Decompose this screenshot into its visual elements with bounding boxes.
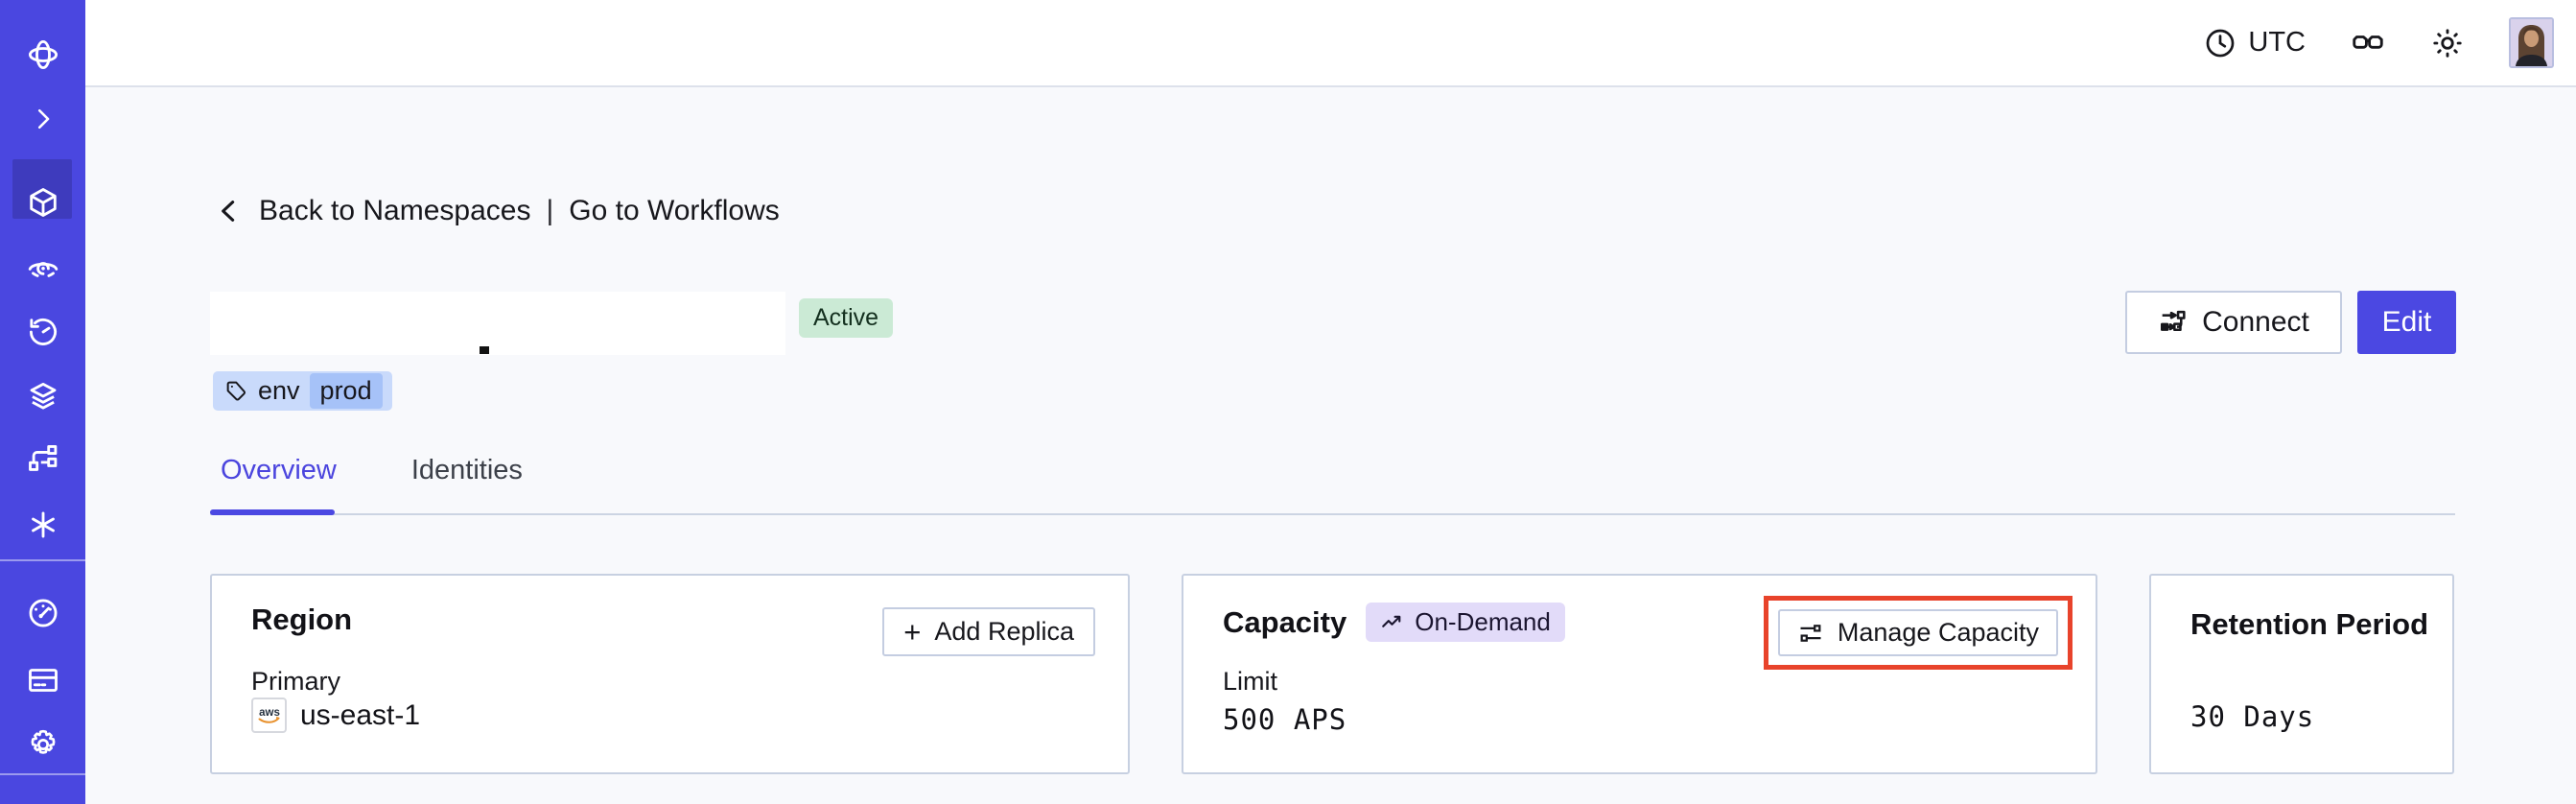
region-card-title: Region [251, 603, 353, 636]
back-to-namespaces-link[interactable]: Back to Namespaces [259, 195, 531, 226]
sidebar-item-pipelines[interactable] [0, 429, 85, 488]
sidebar-expand-chevron-icon[interactable] [0, 89, 85, 149]
env-tag-chip[interactable]: env prod [213, 371, 392, 411]
breadcrumb-separator: | [546, 195, 554, 226]
red-annotation-highlight: Manage Capacity [1763, 596, 2073, 670]
add-replica-button[interactable]: + Add Replica [882, 607, 1095, 656]
capacity-value: 500 APS [1223, 703, 1347, 736]
region-card: Region + Add Replica Primary aws us-east… [210, 574, 1130, 774]
plus-icon: + [903, 614, 922, 649]
connect-button[interactable]: Connect [2125, 291, 2342, 354]
user-avatar[interactable] [2509, 17, 2554, 68]
sidebar-item-settings[interactable] [0, 715, 85, 774]
sidebar-nav [0, 0, 85, 804]
timezone-selector[interactable]: UTC [2204, 27, 2306, 59]
sliders-icon [1797, 620, 1824, 647]
active-tab-underline [210, 509, 335, 515]
manage-capacity-label: Manage Capacity [1837, 618, 2039, 647]
tabs-bottom-border [210, 513, 2455, 515]
add-replica-label: Add Replica [934, 617, 1074, 646]
breadcrumb: Back to Namespaces | Go to Workflows [213, 195, 780, 227]
glasses-icon[interactable] [2350, 25, 2386, 61]
retention-value: 30 Days [2190, 700, 2315, 733]
back-chevron-icon[interactable] [213, 196, 244, 226]
sidebar-item-nexus[interactable] [0, 495, 85, 555]
tab-bar: Overview Identities [221, 455, 523, 511]
sidebar-item-workflows[interactable] [0, 237, 85, 296]
edit-button[interactable]: Edit [2357, 291, 2456, 354]
clock-icon [2204, 27, 2236, 59]
sidebar-item-namespaces[interactable] [0, 173, 85, 232]
sidebar-divider [0, 773, 85, 775]
sidebar-divider [0, 559, 85, 561]
connect-icon [2158, 307, 2189, 338]
primary-label: Primary [251, 667, 340, 696]
capacity-header: Capacity On-Demand [1223, 603, 1565, 642]
retention-card: Retention Period 30 Days [2149, 574, 2454, 774]
temporal-logo-icon [0, 25, 85, 84]
sidebar-item-partial-globe[interactable] [0, 789, 85, 804]
limit-label: Limit [1223, 667, 1278, 696]
retention-card-title: Retention Period [2190, 607, 2429, 641]
sidebar-item-stacks[interactable] [0, 367, 85, 426]
brightness-icon[interactable] [2430, 26, 2465, 60]
trending-up-icon [1380, 610, 1405, 635]
edit-button-label: Edit [2381, 306, 2432, 338]
redaction-artifact [480, 346, 489, 354]
svg-text:aws: aws [259, 707, 280, 719]
connect-button-label: Connect [2202, 306, 2309, 338]
sidebar-item-history[interactable] [0, 302, 85, 362]
header-actions: Connect Edit [2125, 291, 2456, 354]
status-badge: Active [799, 298, 894, 338]
go-to-workflows-link[interactable]: Go to Workflows [569, 195, 780, 226]
capacity-card: Capacity On-Demand Manage Capacity [1182, 574, 2097, 774]
timezone-label: UTC [2248, 27, 2306, 58]
sidebar-item-billing[interactable] [0, 650, 85, 710]
tab-identities[interactable]: Identities [410, 455, 523, 485]
namespace-title-redacted [210, 292, 785, 355]
tag-key: env [258, 376, 300, 405]
tag-icon [224, 379, 248, 403]
topbar: UTC [85, 0, 2576, 87]
on-demand-badge: On-Demand [1366, 603, 1565, 642]
capacity-card-title: Capacity [1223, 604, 1347, 639]
tag-value: prod [309, 373, 383, 409]
sidebar-item-usage[interactable] [0, 583, 85, 643]
manage-capacity-button[interactable]: Manage Capacity [1777, 609, 2058, 656]
region-value: us-east-1 [300, 698, 421, 731]
aws-logo-icon: aws [251, 698, 287, 733]
region-value-row: aws us-east-1 [251, 698, 420, 733]
tab-overview[interactable]: Overview [221, 455, 337, 485]
on-demand-label: On-Demand [1415, 607, 1551, 636]
